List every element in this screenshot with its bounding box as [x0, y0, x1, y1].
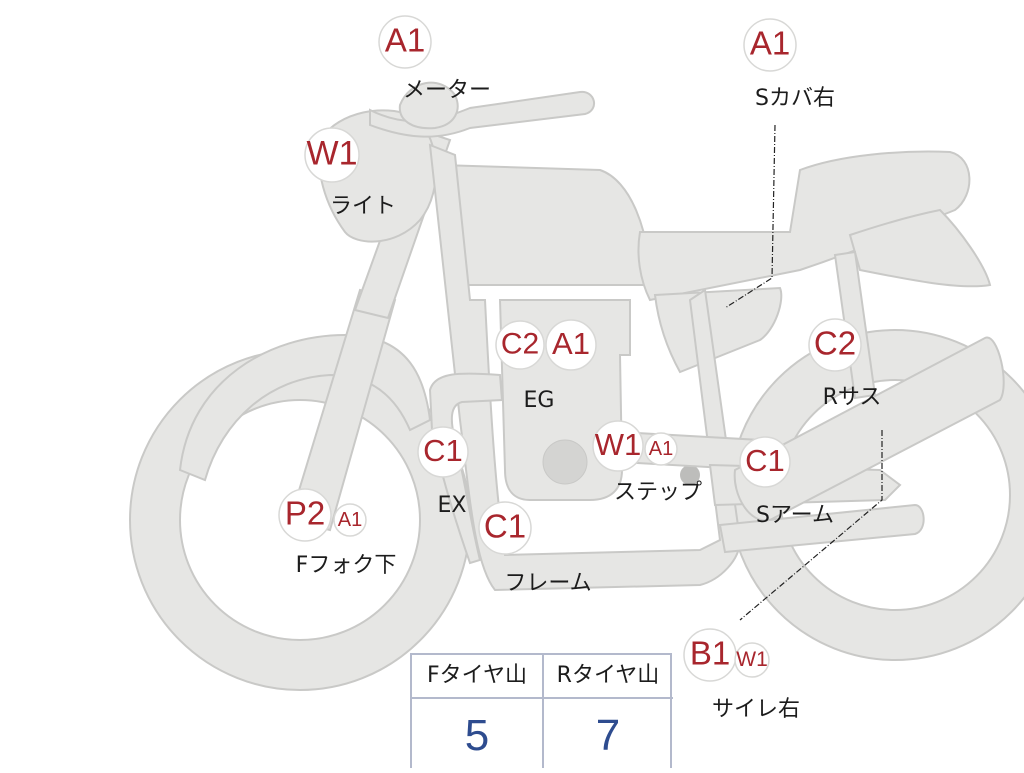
badge-c1-frame: C1 — [478, 501, 532, 555]
label-meter: メーター — [403, 78, 491, 103]
badge-w1-step: W1 — [592, 420, 644, 472]
badge-code: A1 — [649, 438, 673, 460]
badge-code: W1 — [595, 427, 642, 462]
muffler-lower — [718, 503, 925, 554]
badge-a1-eg: A1 — [545, 319, 597, 371]
side-cover — [653, 286, 783, 374]
badge-p2-ffork: P2 — [278, 488, 332, 542]
label-eg: EG — [524, 388, 555, 413]
badge-code: P2 — [285, 494, 325, 531]
badge-circle — [808, 318, 862, 372]
label-ffork: Fフォク下 — [296, 553, 397, 578]
label-scover: Sカバ右 — [755, 86, 835, 111]
front-tire-column: Fタイヤ山 5 — [412, 655, 544, 768]
badge-c2-rsus: C2 — [808, 318, 862, 372]
leader-lines — [724, 124, 883, 621]
badge-circle — [304, 127, 360, 183]
label-muffler: サイレ右 — [712, 697, 800, 722]
tail-cowl — [848, 208, 992, 288]
rear-tire-header: Rタイヤ山 — [543, 655, 673, 699]
label-light: ライト — [330, 194, 396, 219]
rear-tire-value: 7 — [595, 711, 621, 760]
badge-a1-step: A1 — [644, 432, 678, 466]
muffler — [733, 336, 1005, 522]
badge-circle — [734, 642, 770, 678]
label-frame: フレーム — [504, 571, 591, 596]
badge-code: C2 — [814, 324, 856, 361]
badge-circle — [278, 488, 332, 542]
tire-tread-table: Fタイヤ山 5 Rタイヤ山 7 — [410, 653, 673, 768]
badge-a1-ffork: A1 — [333, 503, 367, 537]
badge-a1-scover: A1 — [743, 18, 797, 72]
badge-code: C1 — [745, 443, 785, 478]
badge-circle — [378, 15, 432, 69]
motorcycle-body — [129, 81, 1024, 691]
badge-circle — [545, 319, 597, 371]
leader-scover — [724, 124, 776, 309]
badge-code: W1 — [736, 648, 768, 671]
badge-b1-muffler: B1 — [683, 628, 737, 682]
badge-c1-ex: C1 — [417, 426, 469, 478]
badge-circle — [495, 320, 545, 370]
badge-code: B1 — [690, 634, 730, 671]
rear-tire-column: Rタイヤ山 7 — [543, 655, 673, 768]
badge-c1-sarm: C1 — [739, 436, 791, 488]
badge-circle — [592, 420, 644, 472]
badge-circle — [644, 432, 678, 466]
badge-w1-muffler: W1 — [734, 642, 770, 678]
badge-circle — [417, 426, 469, 478]
front-tire-header: Fタイヤ山 — [412, 655, 542, 699]
label-rsus: Rサス — [823, 385, 882, 410]
badge-code: A1 — [552, 326, 590, 361]
label-step: ステップ — [614, 480, 702, 505]
badge-code: C1 — [423, 433, 463, 468]
badge-code: C2 — [501, 328, 539, 361]
fuel-tank — [438, 163, 652, 286]
leader-muffler — [739, 430, 883, 621]
badge-circle — [478, 501, 532, 555]
seat — [637, 150, 971, 302]
badge-c2-eg: C2 — [495, 320, 545, 370]
badge-code: A1 — [338, 509, 362, 531]
badge-code: C1 — [484, 507, 526, 544]
label-ex: EX — [438, 493, 467, 518]
meter — [398, 81, 459, 130]
badge-code: W1 — [307, 135, 358, 173]
badge-a1-meter: A1 — [378, 15, 432, 69]
badge-circle — [743, 18, 797, 72]
badge-circle — [333, 503, 367, 537]
badge-w1-light: W1 — [304, 127, 360, 183]
badge-circle — [739, 436, 791, 488]
label-sarm: Sアーム — [756, 503, 834, 528]
front-tire-value: 5 — [464, 711, 490, 760]
badge-code: A1 — [750, 24, 790, 61]
badge-code: A1 — [385, 21, 425, 58]
